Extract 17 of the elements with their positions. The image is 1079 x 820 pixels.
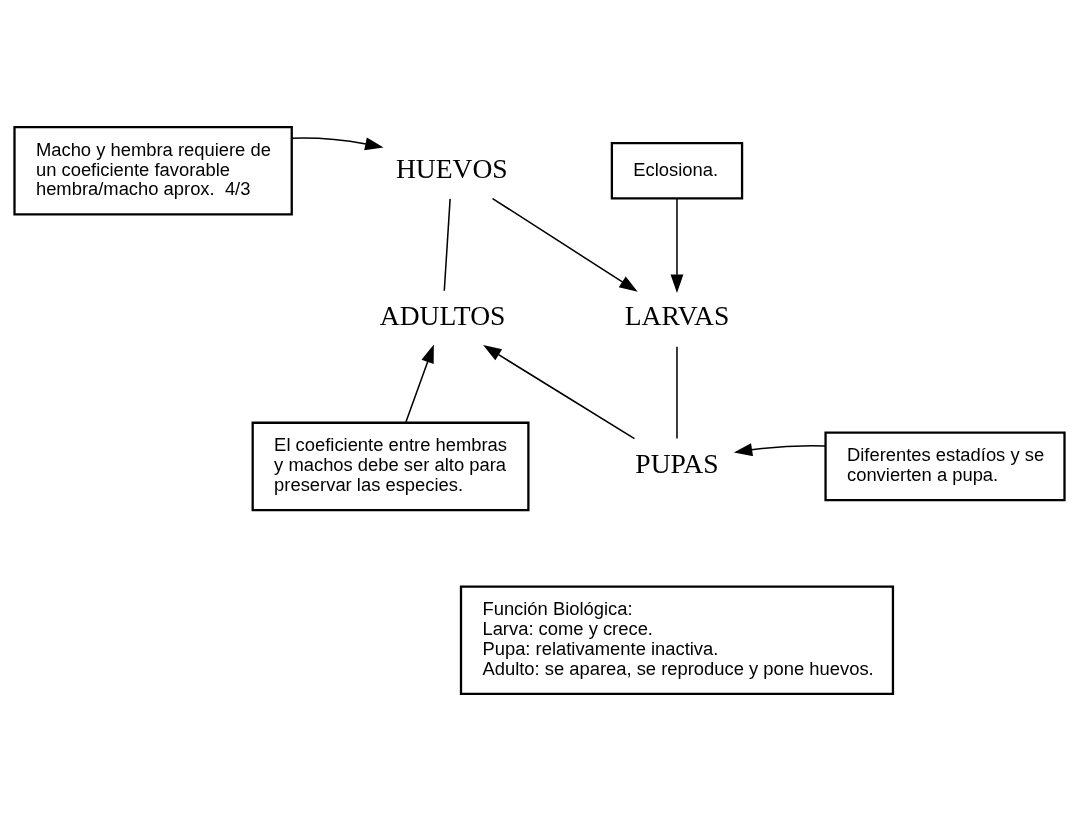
arrow (733, 442, 827, 456)
node-text: LARVAS (624, 299, 730, 331)
connector (443, 197, 451, 291)
connector (676, 345, 678, 439)
node-box: Función Biológica: Larva: come y crece. Pupa: relativamente inactiva. Adulto: se aparea, se reproduce y pone huevos. (459, 585, 895, 695)
arrow (483, 344, 636, 439)
node-text: PUPAS (635, 447, 719, 479)
node-text: HUEVOS (395, 152, 508, 184)
node-box: Diferentes estadíos y se convierten a pupa. (824, 431, 1066, 501)
arrow (291, 136, 384, 150)
node-box: El coeficiente entre hembras y machos debe ser alto para preservar las especies. (251, 421, 530, 511)
node-box: Macho y hembra requiere de un coeficiente favorable hembra/macho aprox. 4/3 (13, 125, 293, 216)
arrow (491, 197, 638, 292)
node-text: ADULTOS (379, 299, 506, 331)
arrow (405, 344, 434, 423)
arrow (670, 197, 684, 293)
node-box: Eclosiona. (610, 141, 744, 199)
